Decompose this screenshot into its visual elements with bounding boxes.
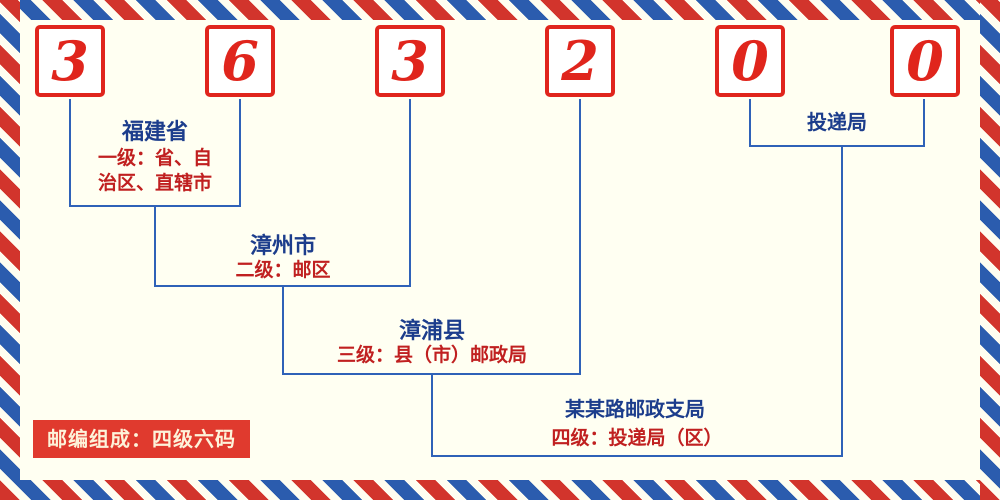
airmail-border-left: [0, 0, 20, 500]
airmail-border-top: [0, 0, 1000, 20]
level4-name: 某某路邮政支局: [565, 397, 705, 421]
level4-desc: 四级：投递局（区）: [551, 427, 723, 449]
postal-digit-box-4: 2: [545, 25, 615, 97]
level3-name: 漳浦县: [398, 319, 465, 344]
postal-digit-box-3: 3: [375, 25, 445, 97]
level2-desc: 二级：邮区: [235, 259, 331, 281]
connector-line: [154, 205, 156, 285]
connector-line: [409, 99, 411, 285]
connector-line: [749, 145, 925, 147]
level1-desc-line1: 一级：省、自: [97, 147, 212, 169]
postal-code-composition-badge: 邮编组成：四级六码: [33, 420, 250, 458]
connector-line: [841, 145, 843, 455]
delivery-bureau-name: 投递局: [807, 110, 867, 134]
connector-line: [749, 99, 751, 145]
postal-digit-box-6: 0: [890, 25, 960, 97]
connector-line: [431, 373, 433, 455]
connector-line: [69, 99, 71, 205]
postal-digit-box-1: 3: [35, 25, 105, 97]
connector-line: [923, 99, 925, 145]
airmail-border-bottom: [0, 480, 1000, 500]
connector-line: [282, 285, 284, 373]
airmail-border-right: [980, 0, 1000, 500]
level1-desc-line2: 治区、直辖市: [97, 172, 212, 194]
connector-line: [431, 455, 843, 457]
level1-name: 福建省: [121, 120, 188, 145]
level2-name: 漳州市: [249, 234, 316, 259]
postal-digit-box-5: 0: [715, 25, 785, 97]
postal-digit-box-2: 6: [205, 25, 275, 97]
connector-line: [239, 99, 241, 205]
level1-desc: 一级：省、自 治区、直辖市: [65, 146, 245, 196]
level3-desc: 三级：县（市）邮政局: [336, 344, 527, 366]
connector-line: [579, 99, 581, 373]
